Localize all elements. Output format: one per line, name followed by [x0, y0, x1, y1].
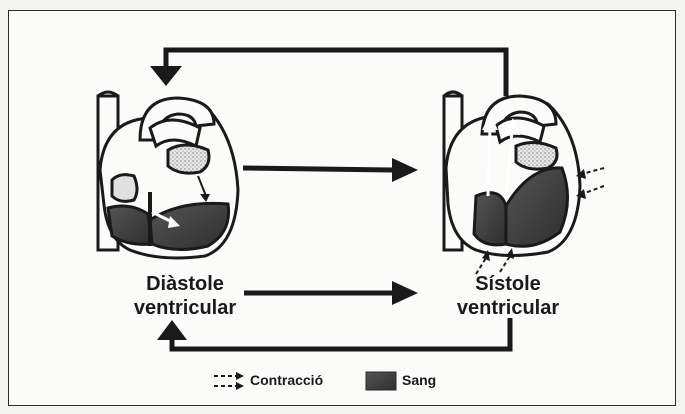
diastole-label-line1: Diàstole [110, 272, 260, 296]
legend-blood-label: Sang [402, 372, 436, 388]
legend-contraction-icon [214, 372, 244, 390]
cycle-arrow-top [150, 50, 506, 96]
legend-contraction-label: Contracció [250, 372, 323, 388]
arrow-label-diastole-to-systole [244, 281, 418, 305]
heart-systole [444, 92, 604, 274]
diastole-label: Diàstole ventricular [110, 272, 260, 320]
legend-blood-swatch-icon [366, 372, 396, 390]
heart-diastole [98, 92, 238, 258]
systole-label: Sístole ventricular [438, 272, 578, 320]
diastole-label-line2: ventricular [110, 296, 260, 320]
arrow-diastole-to-systole [243, 158, 418, 182]
systole-label-line1: Sístole [438, 272, 578, 296]
cycle-arrow-bottom [157, 318, 510, 349]
systole-label-line2: ventricular [438, 296, 578, 320]
